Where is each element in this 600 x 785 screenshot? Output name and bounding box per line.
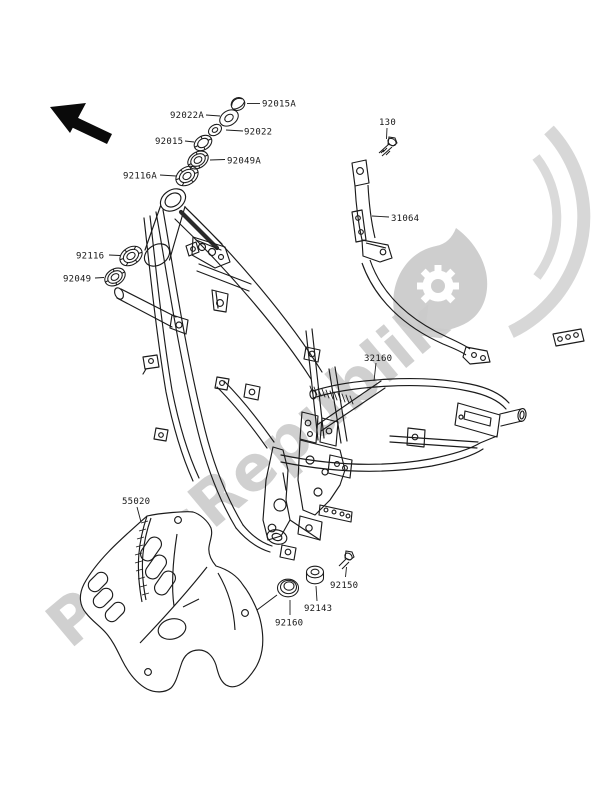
part-label-92150: 92150 [330, 581, 358, 591]
fastener-parts [256, 550, 355, 611]
part-label-92015a: 92015A [262, 100, 296, 110]
grab-rail-31064 [351, 159, 491, 365]
gusset-arm [196, 263, 252, 313]
collar-92143 [305, 565, 325, 585]
gear-icon [417, 265, 459, 304]
part-label-92022a: 92022A [170, 111, 204, 121]
backbone-tube [174, 206, 323, 380]
engine-guard-55020 [79, 511, 264, 693]
watermark-swoosh-inner [532, 154, 562, 280]
tank-bracket [185, 236, 231, 269]
bearing-92116 [115, 241, 147, 271]
part-label-92116a: 92116A [123, 172, 157, 182]
cross-tube [114, 287, 189, 335]
mid-tubes [216, 328, 348, 449]
part-label-92116: 92116 [76, 252, 104, 262]
leader-lines [94, 103, 390, 615]
part-label-31064: 31064 [391, 214, 419, 224]
part-label-92160: 92160 [275, 619, 303, 629]
seal-92049 [100, 263, 130, 291]
frame-illustration [114, 188, 585, 561]
grommet-mount-line [256, 594, 278, 611]
steering-head-tube [143, 188, 187, 267]
pivot-area [262, 439, 353, 561]
grommet-92160 [276, 578, 300, 598]
part-label-32160: 32160 [364, 354, 392, 364]
bolt-130 [378, 136, 398, 157]
watermark-swoosh-outer [508, 125, 591, 338]
part-label-92022: 92022 [244, 128, 272, 138]
knurled-section [309, 385, 354, 405]
part-label-130: 130 [379, 118, 396, 128]
part-label-92015: 92015 [155, 137, 183, 147]
right-stay-bracket [552, 328, 585, 347]
front-down-tubes [143, 209, 273, 553]
part-labels: 92015A 92022A 92022 92015 92049A 92116A … [63, 100, 419, 629]
part-label-92049: 92049 [63, 275, 91, 285]
part-label-92049a: 92049A [227, 157, 261, 167]
steering-bearing-parts [100, 94, 248, 291]
rear-subframe [280, 378, 527, 472]
clamp-brackets [142, 346, 321, 442]
front-direction-arrow-icon [50, 103, 112, 144]
bolt-92150 [338, 550, 355, 570]
part-label-55020: 55020 [122, 497, 150, 507]
part-label-92143: 92143 [304, 604, 332, 614]
